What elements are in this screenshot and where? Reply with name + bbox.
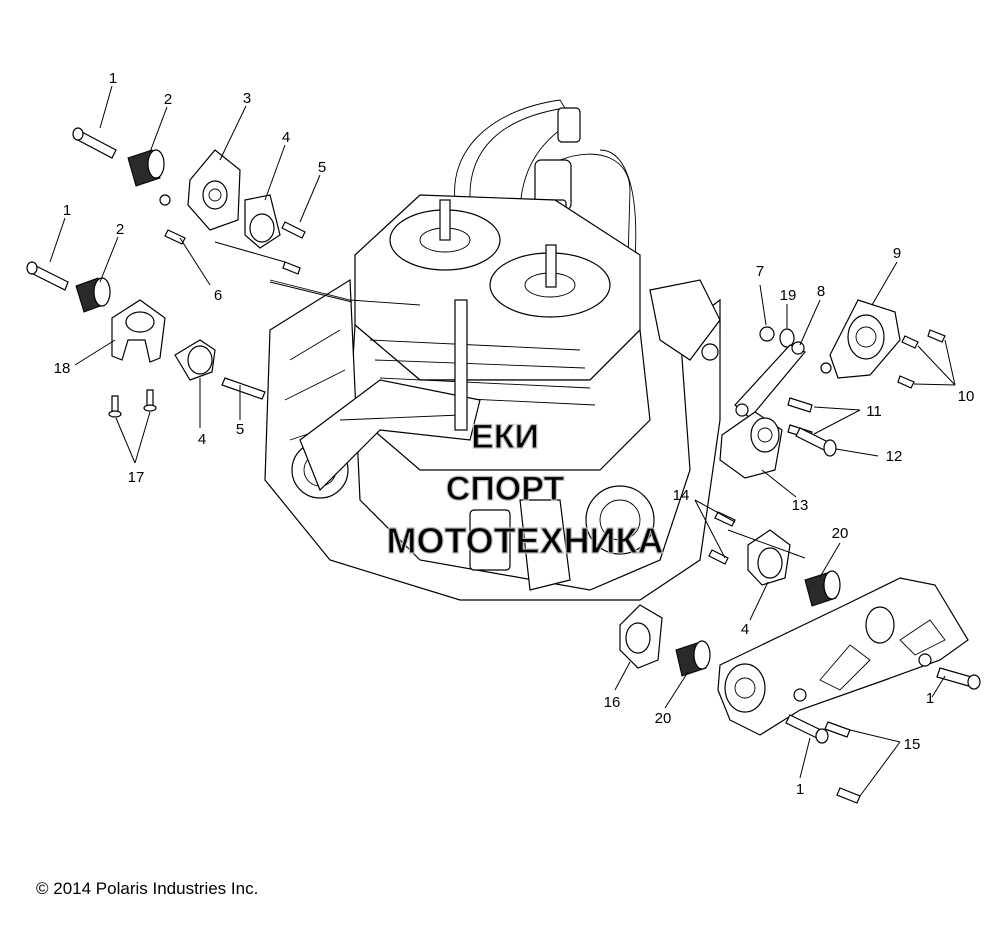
callout-2: 2 — [164, 91, 172, 108]
bolt-part — [26, 261, 69, 291]
callout-4: 4 — [198, 431, 206, 448]
callout-11: 11 — [866, 403, 882, 420]
isolator-part — [174, 339, 216, 381]
watermark: ЕКИ СПОРТ МОТОТЕХНИКА — [386, 417, 664, 561]
callout-16: 16 — [604, 694, 621, 711]
callout-7: 7 — [756, 263, 764, 280]
bracket-part — [111, 299, 166, 363]
callout-14: 14 — [673, 487, 690, 504]
callout-3: 3 — [243, 90, 251, 107]
isolator-part — [747, 529, 791, 586]
bracket-part — [717, 577, 969, 736]
callout-1: 1 — [63, 202, 71, 219]
callout-9: 9 — [893, 245, 901, 262]
callout-1: 1 — [926, 690, 934, 707]
spacer-part — [804, 570, 841, 607]
callout-19: 19 — [780, 287, 797, 304]
callout-2: 2 — [116, 221, 124, 238]
bolt-part — [72, 127, 117, 159]
callout-numbers: 1 2 3 4 5 1 2 6 18 4 5 17 7 19 8 9 10 11… — [54, 70, 975, 798]
callout-6: 6 — [214, 287, 222, 304]
spacer-part — [675, 640, 711, 677]
callout-4: 4 — [282, 129, 290, 146]
callout-1: 1 — [109, 70, 117, 87]
engine-assembly — [264, 99, 721, 601]
watermark-line-1: ЕКИ — [471, 418, 539, 456]
bracket-part — [187, 149, 241, 231]
callout-20: 20 — [655, 710, 672, 727]
watermark-line-2: СПОРТ — [446, 470, 565, 508]
isolator-part — [244, 194, 281, 249]
callout-15: 15 — [904, 736, 921, 753]
copyright-text: © 2014 Polaris Industries Inc. — [36, 879, 259, 898]
callout-18: 18 — [54, 360, 71, 377]
isolator-part — [619, 604, 663, 669]
plate-part — [829, 299, 901, 379]
callout-8: 8 — [817, 283, 825, 300]
callout-10: 10 — [958, 388, 975, 405]
bracket-part — [719, 411, 783, 479]
callout-20: 20 — [832, 525, 849, 542]
callout-1: 1 — [796, 781, 804, 798]
callout-12: 12 — [886, 448, 903, 465]
link-part — [734, 341, 806, 419]
callout-5: 5 — [318, 159, 326, 176]
spacer-part — [75, 277, 111, 313]
watermark-line-3: МОТОТЕХНИКА — [387, 520, 664, 561]
spacer-part — [127, 149, 165, 187]
leader-lines — [49, 85, 956, 797]
callout-13: 13 — [792, 497, 809, 514]
callout-5: 5 — [236, 421, 244, 438]
callout-4: 4 — [741, 621, 749, 638]
callout-17: 17 — [128, 469, 145, 486]
